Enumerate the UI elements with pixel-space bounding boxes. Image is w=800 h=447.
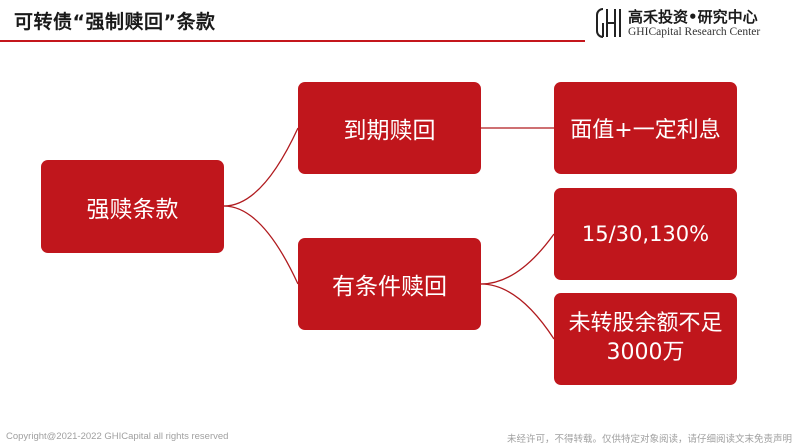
connector-root-conditional — [223, 205, 299, 285]
footer-notice: 未经许可，不得转载。仅供特定对象阅读，请仔细阅读文末免责声明 — [506, 434, 792, 445]
logo: 高禾投资•研究中心 GHICapital Research Center — [594, 4, 794, 42]
node-root: 强赎条款 — [41, 160, 224, 253]
node-leaf-trigger: 15/30,130% — [554, 188, 737, 280]
node-leaf-face-value: 面值+一定利息 — [554, 82, 737, 174]
slide-title: 可转债“强制赎回”条款 — [14, 11, 216, 33]
connector-conditional-balance — [480, 283, 555, 340]
node-leaf-balance: 未转股余额不足3000万 — [554, 293, 737, 385]
logo-text-en: GHICapital Research Center — [628, 26, 761, 38]
node-branch-expiry: 到期赎回 — [298, 82, 481, 174]
node-branch-conditional: 有条件赎回 — [298, 238, 481, 330]
title-underline — [0, 40, 585, 42]
ghi-logo-icon — [596, 8, 621, 38]
logo-text-cn: 高禾投资•研究中心 — [628, 8, 758, 26]
footer-copyright: Copyright@2021-2022 GHICapital all right… — [6, 431, 229, 442]
connector-root-expiry — [223, 127, 299, 207]
connector-conditional-trigger — [480, 233, 555, 285]
